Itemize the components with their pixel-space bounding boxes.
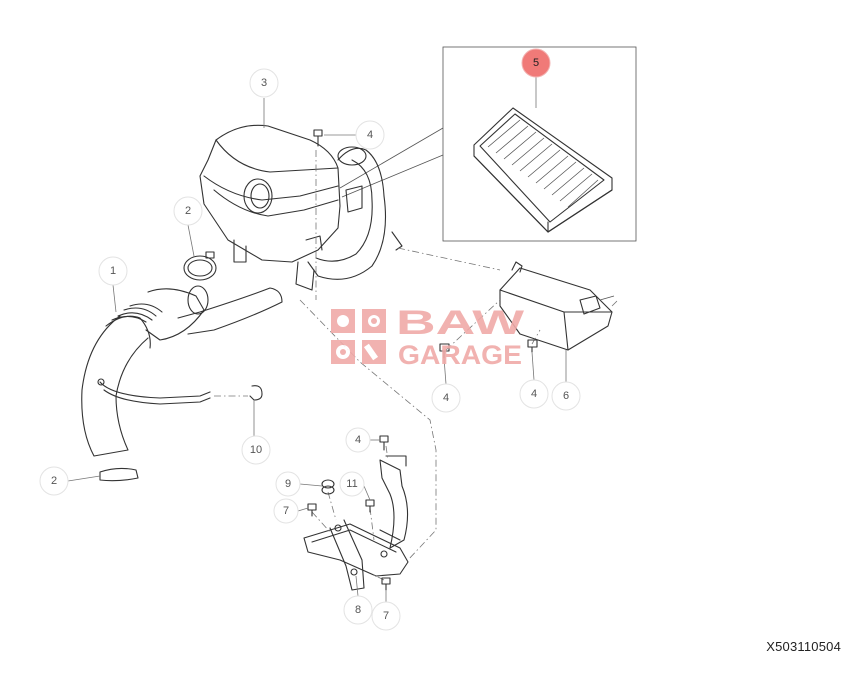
callout-label: 11	[346, 478, 357, 490]
air-cleaner-housing[interactable]	[199, 124, 363, 291]
bolt-housing-top[interactable]	[313, 129, 323, 147]
resonator[interactable]	[499, 261, 615, 351]
callout-2-lower[interactable]: 2	[39, 466, 69, 496]
callout-9[interactable]: 9	[275, 471, 301, 497]
callout-label: 4	[443, 392, 449, 404]
callout-label: 7	[283, 505, 289, 517]
bolt-bracket-left[interactable]	[307, 503, 317, 517]
hose-clamp-lower[interactable]	[99, 467, 139, 482]
callout-label: 5	[533, 57, 539, 69]
watermark-line2: GARAGE	[398, 340, 522, 370]
diagram-reference-code: X503110504	[766, 639, 841, 654]
callout-label: 4	[355, 434, 361, 446]
filter-inset-box	[339, 46, 637, 242]
callout-11[interactable]: 11	[339, 471, 365, 497]
callout-4-top[interactable]: 4	[355, 120, 385, 150]
callout-label: 1	[110, 265, 116, 277]
outlet-duct	[307, 146, 403, 280]
callout-label: 10	[250, 444, 262, 456]
callout-label: 9	[285, 478, 291, 490]
bolt-resonator[interactable]	[527, 339, 538, 353]
clip[interactable]	[214, 385, 263, 401]
callout-5[interactable]: 5	[521, 48, 551, 78]
callout-4-bracket[interactable]: 4	[345, 427, 371, 453]
watermark: BAW GARAGE	[331, 304, 525, 370]
bracket[interactable]	[303, 455, 409, 591]
hose-clamp-upper[interactable]	[183, 251, 217, 281]
callout-1[interactable]: 1	[98, 256, 128, 286]
callout-label: 6	[563, 390, 569, 402]
callout-10[interactable]: 10	[241, 435, 271, 465]
callout-4-resonator[interactable]: 4	[519, 379, 549, 409]
leader-lines	[67, 76, 567, 602]
callout-label: 4	[531, 388, 537, 400]
callouts: 1 2 2 3 4 4 4 4 5 6 7 7 8 9 10 11	[39, 48, 581, 631]
callout-3[interactable]: 3	[249, 68, 279, 98]
watermark-line1: BAW	[396, 304, 525, 342]
assembly-lines	[299, 150, 619, 581]
callout-7-left[interactable]: 7	[273, 498, 299, 524]
callout-label: 2	[51, 475, 57, 487]
bolt-bracket-top[interactable]	[379, 435, 389, 451]
callout-label: 2	[185, 205, 191, 217]
callout-7-bottom[interactable]: 7	[371, 601, 401, 631]
bolt-bracket-bottom[interactable]	[381, 577, 391, 591]
callout-8[interactable]: 8	[343, 595, 373, 625]
callout-label: 8	[355, 604, 361, 616]
air-filter-element[interactable]	[473, 107, 613, 233]
callout-label: 7	[383, 610, 389, 622]
callout-4-left[interactable]: 4	[431, 383, 461, 413]
callout-label: 4	[367, 129, 373, 141]
grommet[interactable]	[321, 479, 335, 495]
callout-label: 3	[261, 77, 267, 89]
fasteners	[307, 129, 538, 591]
intake-hose[interactable]	[81, 285, 283, 457]
bolt-bracket-center[interactable]	[365, 499, 375, 513]
bolt-housing-left[interactable]	[439, 343, 450, 359]
callout-2-upper[interactable]: 2	[173, 196, 203, 226]
callout-6[interactable]: 6	[551, 381, 581, 411]
